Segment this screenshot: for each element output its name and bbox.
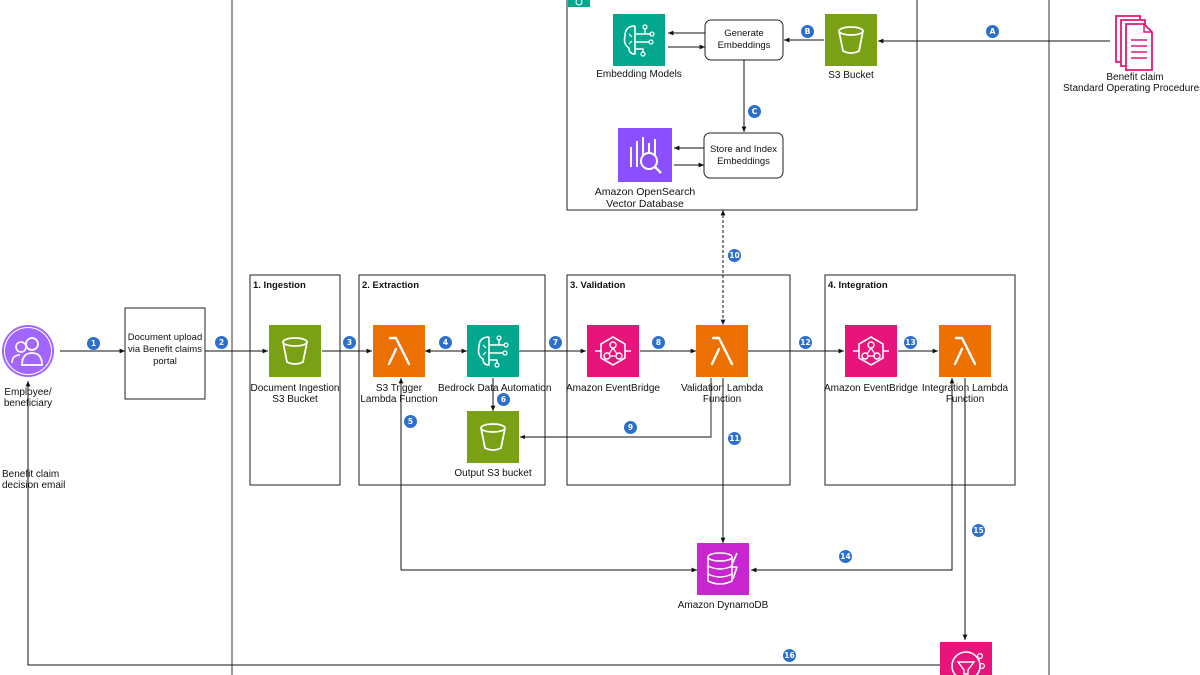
step-badge-10: 10 — [728, 249, 741, 262]
bucket-icon — [269, 325, 321, 377]
s3-trigger-lambda-line2: Lambda Function — [360, 394, 438, 405]
integration-lambda-line2: Function — [945, 394, 985, 405]
generate-embeddings-text: Generate Embeddings — [717, 28, 771, 51]
validation-lambda-line1: Validation Lambda — [680, 383, 764, 394]
step-badge-16: 16 — [783, 649, 796, 662]
step-badge-14: 14 — [839, 550, 852, 563]
integration-eventbridge-label: Amazon EventBridge — [824, 383, 918, 394]
step-badge-b: B — [801, 25, 814, 38]
eventbridge-icon — [845, 325, 897, 377]
sns-icon — [940, 642, 992, 675]
integration-lambda-line1: Integration Lambda — [921, 383, 1009, 394]
lambda-icon — [373, 325, 425, 377]
opensearch-icon — [618, 128, 672, 182]
output-bucket-label: Output S3 bucket — [454, 468, 532, 479]
validation-lambda-line2: Function — [702, 394, 742, 405]
brain-circuit-icon — [613, 14, 665, 66]
users-icon — [2, 325, 54, 377]
dynamodb-label: Amazon DynamoDB — [677, 600, 769, 611]
document-upload-text: Document upload via Benefit claims porta… — [127, 332, 203, 367]
s3-bucket-label: S3 Bucket — [828, 70, 874, 81]
lambda-icon — [939, 325, 991, 377]
step-badge-3: 3 — [343, 336, 356, 349]
employee-label-line2: beneficiary — [3, 398, 53, 409]
step-badge-9: 9 — [624, 421, 637, 434]
knowledge-base-group — [566, 0, 918, 211]
doc-ingestion-bucket-line2: S3 Bucket — [272, 394, 318, 405]
documents-icon — [1115, 15, 1153, 71]
bucket-icon — [467, 411, 519, 463]
ingestion-title: 1. Ingestion — [253, 280, 306, 291]
lambda-icon — [696, 325, 748, 377]
ingestion-stage-box — [249, 274, 341, 486]
step-badge-5: 5 — [404, 415, 417, 428]
brain-circuit-icon — [467, 325, 519, 377]
step-badge-7: 7 — [549, 336, 562, 349]
validation-stage-box — [566, 274, 791, 486]
decision-email-line1: Benefit claim — [2, 469, 60, 480]
integration-stage-box — [824, 274, 1016, 486]
step-badge-15: 15 — [972, 524, 985, 537]
validation-eventbridge-label: Amazon EventBridge — [566, 383, 660, 394]
decision-email-line2: decision email — [2, 480, 66, 491]
dynamodb-icon — [697, 543, 749, 595]
step-badge-12: 12 — [799, 336, 812, 349]
integration-title: 4. Integration — [828, 280, 888, 291]
sop-label-line1: Benefit claim — [1106, 72, 1164, 83]
step-badge-1: 1 — [87, 337, 100, 350]
step-badge-6: 6 — [497, 393, 510, 406]
store-index-box — [703, 132, 784, 179]
step-badge-2: 2 — [215, 336, 228, 349]
bda-label: Bedrock Data Automation — [438, 383, 552, 394]
store-index-text: Store and Index Embeddings — [709, 143, 778, 167]
bucket-icon — [825, 14, 877, 66]
kb-group-icon — [568, 0, 590, 7]
opensearch-label: Amazon OpenSearch — [594, 186, 696, 198]
eventbridge-icon — [587, 325, 639, 377]
sop-label-line2: Standard Operating Procedures — [1063, 83, 1200, 94]
extraction-title: 2. Extraction — [362, 280, 420, 291]
step-badge-4: 4 — [439, 336, 452, 349]
doc-ingestion-bucket-line1: Document Ingestion — [250, 383, 340, 394]
connectors — [25, 30, 1110, 666]
step-badge-8: 8 — [652, 336, 665, 349]
s3-trigger-lambda-line1: S3 Trigger — [375, 383, 423, 394]
step-badge-c: C — [748, 105, 761, 118]
embedding-models-label: Embedding Models — [596, 69, 682, 80]
vector-database-label: Vector Database — [606, 198, 684, 210]
step-badge-a: A — [986, 25, 999, 38]
validation-title: 3. Validation — [570, 280, 626, 291]
step-badge-13: 13 — [904, 336, 917, 349]
step-badge-11: 11 — [728, 432, 741, 445]
extraction-stage-box — [358, 274, 546, 486]
employee-label-line1: Employee/ — [4, 387, 52, 398]
document-upload-box — [124, 307, 206, 400]
boundary-lines — [231, 0, 1050, 675]
